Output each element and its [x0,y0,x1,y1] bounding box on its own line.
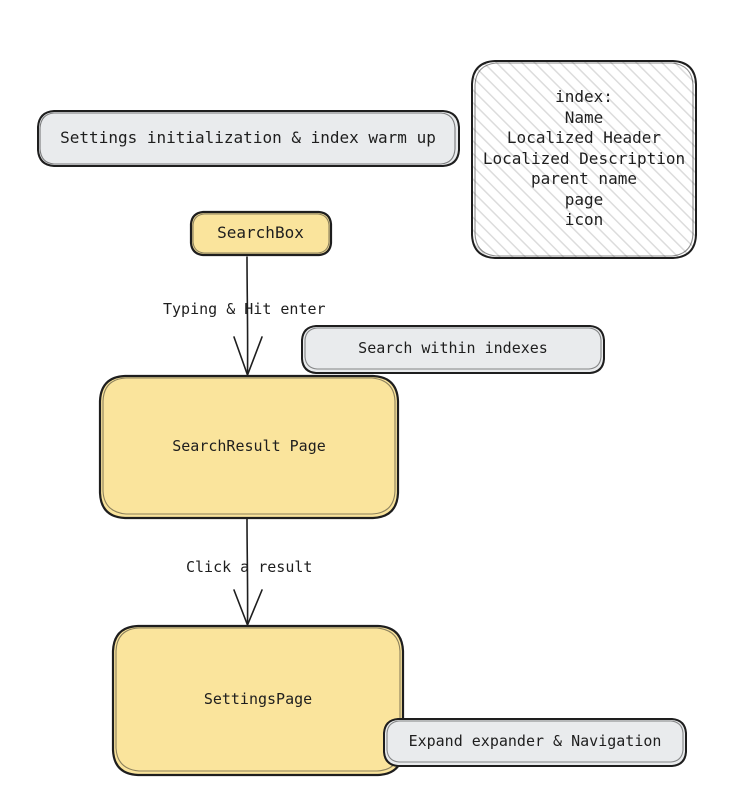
node-settings-page[interactable] [111,624,405,777]
edge-label-typing-hit-enter: Typing & Hit enter [163,300,326,318]
node-index-schema[interactable] [471,60,697,259]
node-search-result-page[interactable] [98,374,400,520]
edge-results-to-settings [233,518,263,626]
node-search-within-indexes[interactable] [301,325,605,374]
edge-label-click-a-result: Click a result [186,558,313,576]
node-settings-init[interactable] [37,110,460,167]
node-search-box[interactable] [189,210,333,257]
edge-searchbox-to-results [233,256,263,376]
node-expand-expander[interactable] [383,718,687,767]
